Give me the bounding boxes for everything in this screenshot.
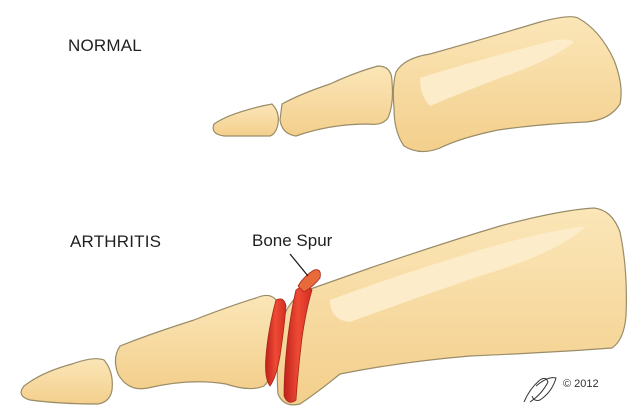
normal-distal-phalanx (213, 104, 278, 136)
arthritis-distal-phalanx (21, 359, 112, 404)
copyright-text: © 2012 (563, 378, 599, 390)
normal-middle-phalanx (280, 66, 393, 136)
normal-toe (213, 17, 621, 152)
arthritis-middle-phalanx (115, 295, 279, 388)
normal-label: NORMAL (68, 36, 142, 56)
arthritis-label: ARTHRITIS (70, 232, 161, 252)
bone-spur-label: Bone Spur (252, 231, 332, 251)
bone-spur-pointer-line (290, 254, 308, 276)
signature-logo (524, 378, 556, 402)
